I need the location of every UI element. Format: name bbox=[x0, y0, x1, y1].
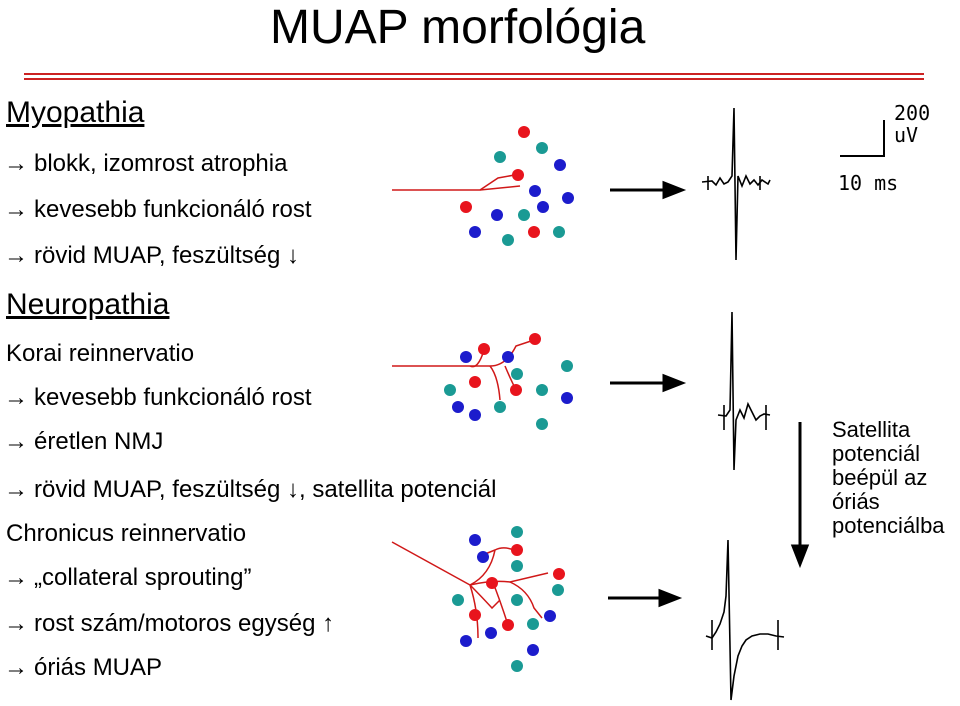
satellite-note: Satellita potenciál beépül az óriás pote… bbox=[832, 417, 945, 538]
muap-waveform-myopathia bbox=[701, 107, 771, 261]
chronicus-item: →„collateral sprouting” bbox=[4, 564, 252, 591]
right-arrow-icon: → bbox=[4, 384, 28, 411]
myopathia-item: →rövid MUAP, feszültség ↓ bbox=[4, 242, 299, 269]
scale-time-label: 10 ms bbox=[838, 171, 898, 195]
down-arrow-icon: ↓ bbox=[287, 476, 299, 503]
right-arrow-icon: → bbox=[4, 654, 28, 681]
right-arrow-icon bbox=[608, 588, 683, 608]
up-arrow-icon: ↑ bbox=[322, 610, 335, 637]
right-arrow-icon: → bbox=[4, 476, 28, 503]
chronicus-item: →óriás MUAP bbox=[4, 654, 163, 681]
right-arrow-icon: → bbox=[4, 610, 28, 637]
scale-voltage-unit: uV bbox=[894, 123, 918, 147]
down-arrow-icon bbox=[790, 422, 810, 569]
neuropathia-item: →rövid MUAP, feszültség ↓, satellita pot… bbox=[4, 476, 497, 503]
scale-bar bbox=[840, 120, 885, 157]
right-arrow-icon: → bbox=[4, 196, 28, 223]
myopathia-heading: Myopathia bbox=[6, 96, 145, 129]
myopathia-item: →kevesebb funkcionáló rost bbox=[4, 196, 312, 223]
title-divider bbox=[24, 73, 924, 80]
right-arrow-icon: → bbox=[4, 150, 28, 177]
chronic-reinnervation-heading: Chronicus reinnervatio bbox=[6, 520, 247, 547]
chronicus-item: →rost szám/motoros egység ↑ bbox=[4, 610, 335, 637]
neuropathia-item: →kevesebb funkcionáló rost bbox=[4, 384, 312, 411]
muscle-fibers-chronic bbox=[452, 526, 565, 672]
down-arrow-icon: ↓ bbox=[287, 242, 299, 269]
right-arrow-icon: → bbox=[4, 564, 28, 591]
right-arrow-icon: → bbox=[4, 242, 28, 269]
scale-voltage-value: 200 bbox=[894, 101, 930, 125]
muap-waveform-chronic bbox=[705, 539, 785, 701]
muscle-fibers-myopathia bbox=[460, 126, 574, 246]
motor-unit-chronic bbox=[391, 541, 549, 639]
page-title: MUAP morfológia bbox=[270, 1, 646, 54]
muap-waveform-neuropathia bbox=[717, 311, 771, 471]
early-reinnervation-heading: Korai reinnervatio bbox=[6, 340, 195, 367]
right-arrow-icon bbox=[610, 180, 687, 200]
muscle-fibers-neuropathia bbox=[444, 333, 573, 430]
right-arrow-icon bbox=[610, 373, 687, 393]
neuropathia-item: →éretlen NMJ bbox=[4, 428, 164, 455]
neuropathia-heading: Neuropathia bbox=[6, 288, 170, 321]
motor-unit-myopathia bbox=[392, 173, 521, 191]
myopathia-item: →blokk, izomrost atrophia bbox=[4, 150, 288, 177]
right-arrow-icon: → bbox=[4, 428, 28, 455]
